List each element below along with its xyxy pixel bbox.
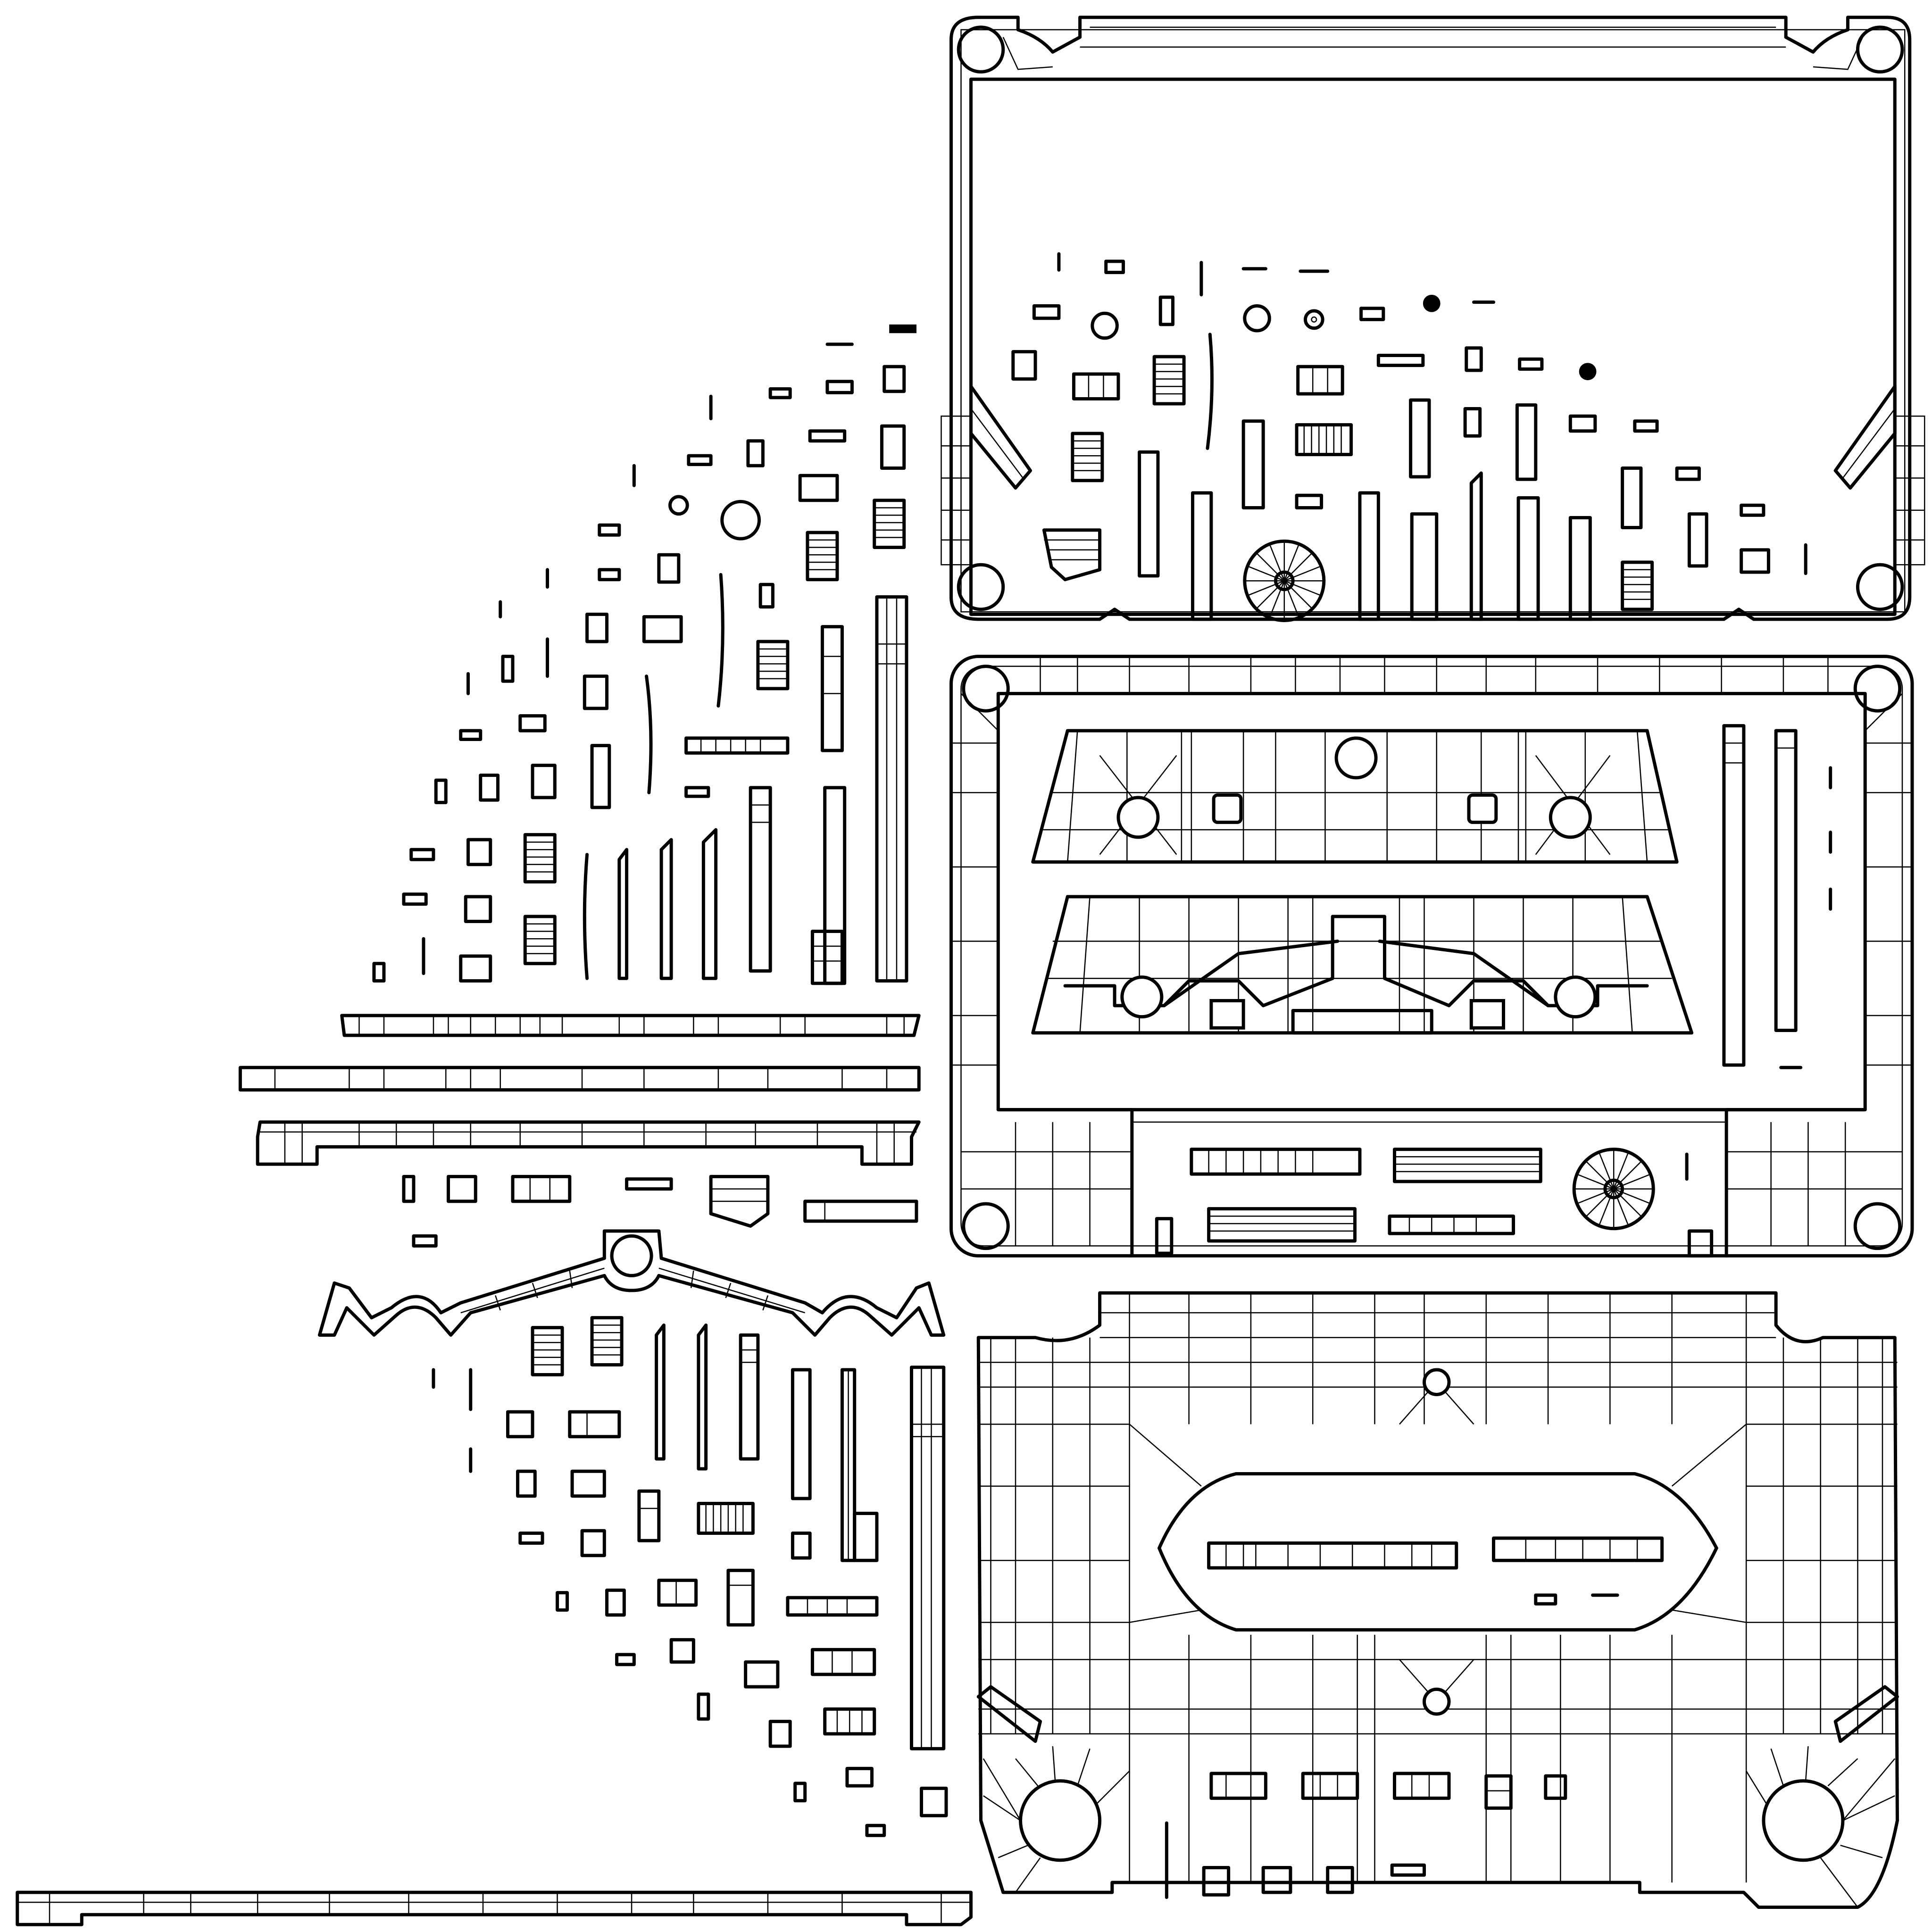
edge-strip-long-2 — [240, 1067, 919, 1090]
shell-window-panel — [951, 657, 1912, 1256]
edge-strip-long-1 — [342, 1016, 919, 1035]
shell-front-panel — [941, 17, 1924, 621]
edge-strip-long-3 — [258, 1122, 919, 1164]
small-parts-scatter — [374, 324, 946, 1835]
shell-back-panel — [978, 1293, 1897, 1907]
guide-arch-piece — [319, 1231, 943, 1335]
edge-strip-bottom — [17, 1892, 971, 1924]
